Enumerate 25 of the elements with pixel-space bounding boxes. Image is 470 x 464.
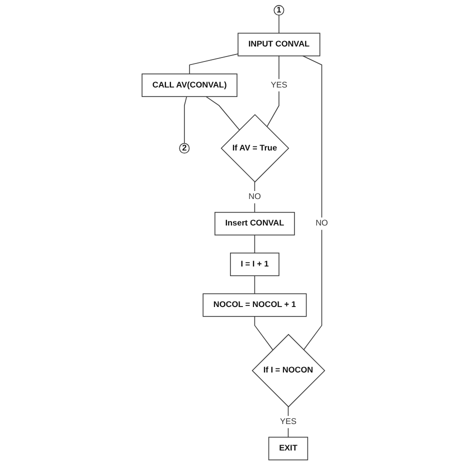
connector — [184, 96, 188, 144]
connector — [288, 406, 289, 438]
connector — [302, 55, 322, 350]
process-box: Insert CONVAL — [214, 212, 295, 236]
edge-label: NO — [316, 219, 328, 228]
connector — [254, 275, 256, 294]
connector-circle: 1 — [274, 5, 284, 16]
decision-diamond: If AV = True — [220, 114, 290, 182]
connector — [266, 55, 280, 128]
connector — [254, 316, 274, 350]
edge-label: YES — [280, 417, 296, 426]
edge-label: NO — [248, 192, 261, 202]
connector — [206, 96, 240, 130]
process-box: INPUT CONVAL — [238, 32, 320, 56]
process-box: CALL AV(CONVAL) — [142, 74, 238, 97]
connector — [189, 53, 238, 74]
process-box: NOCOL = NOCOL + 1 — [202, 293, 307, 317]
connector — [254, 234, 256, 254]
decision-diamond: If I = NOCON — [252, 334, 326, 408]
edge-label: YES — [270, 80, 288, 90]
connector — [254, 182, 256, 213]
process-box: I = I + 1 — [230, 252, 280, 276]
connector-circle: 2 — [179, 143, 190, 154]
connector — [278, 14, 280, 34]
process-box: EXIT — [268, 436, 308, 460]
